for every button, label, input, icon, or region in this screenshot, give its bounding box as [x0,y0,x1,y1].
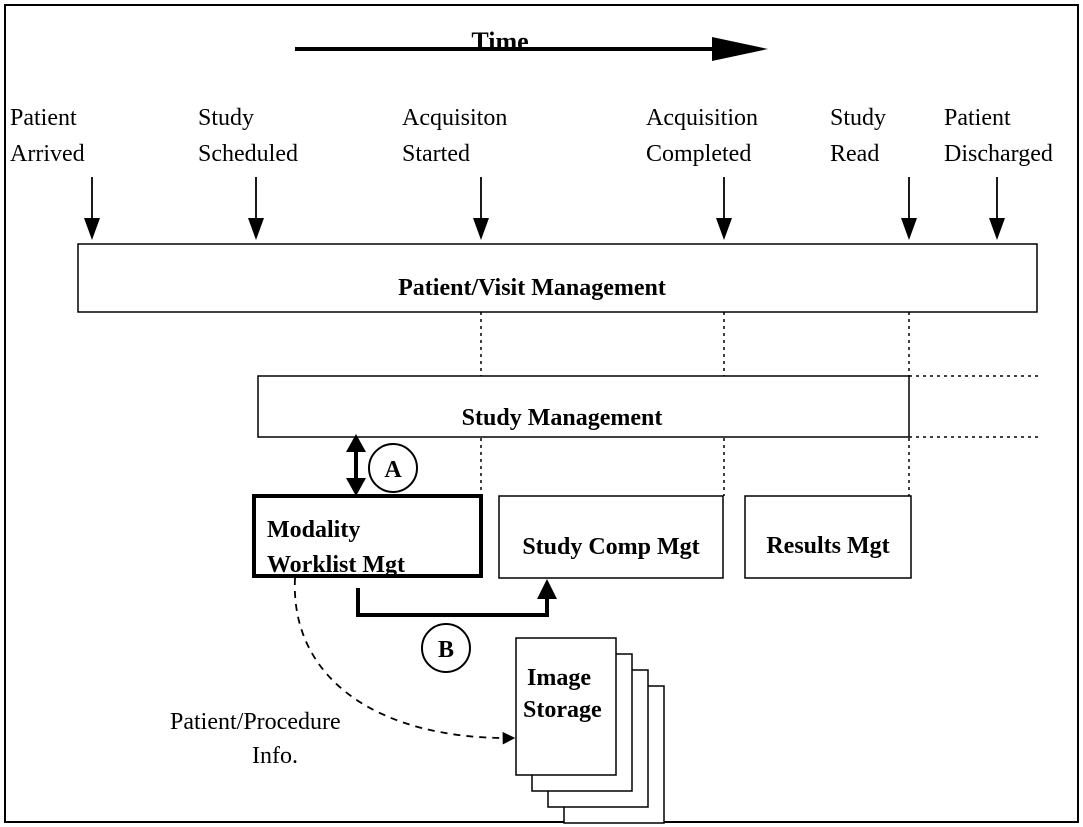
image-storage-stack [515,637,665,824]
event-2-line2: Scheduled [198,141,298,167]
modality-worklist-line1: Modality [267,517,360,543]
event-6-line1: Patient [944,105,1011,131]
patient-visit-management-box [77,243,1038,313]
event-3-line1: Acquisiton [402,105,507,131]
arrow-b-path [356,579,557,617]
event-3-line2: Started [402,141,470,167]
study-management-label: Study Management [462,405,663,431]
time-arrow [295,37,768,61]
image-storage-line2: Storage [523,697,602,723]
event-1-line1: Patient [10,105,77,131]
event-labels: Patient Arrived Study Scheduled Acquisit… [10,105,1053,167]
study-comp-label: Study Comp Mgt [522,534,699,560]
info-label-line1: Patient/Procedure [170,709,341,735]
event-2-line1: Study [198,105,254,131]
modality-worklist-line2: Worklist Mgt [267,552,405,578]
results-box [744,495,912,579]
event-4-line2: Completed [646,141,751,167]
event-arrows [84,177,1005,240]
image-storage-line1: Image [527,665,591,691]
time-label: Time [471,27,528,56]
study-comp-box [498,495,724,579]
double-arrow-a [346,434,366,496]
patient-visit-management-label: Patient/Visit Management [398,275,666,301]
results-label: Results Mgt [766,533,889,559]
event-4-line1: Acquisition [646,105,758,131]
event-6-line2: Discharged [944,141,1053,167]
event-1-line2: Arrived [10,141,85,167]
marker-a-circle [368,443,418,493]
event-5-line2: Read [830,141,879,167]
study-management-box [257,375,910,438]
marker-b-circle [421,623,471,673]
modality-worklist-box [252,494,483,578]
marker-a-label: A [384,457,402,483]
marker-b-label: B [438,637,454,663]
info-label-line2: Info. [252,743,298,769]
dotted-connectors [480,312,1042,496]
event-5-line1: Study [830,105,886,131]
